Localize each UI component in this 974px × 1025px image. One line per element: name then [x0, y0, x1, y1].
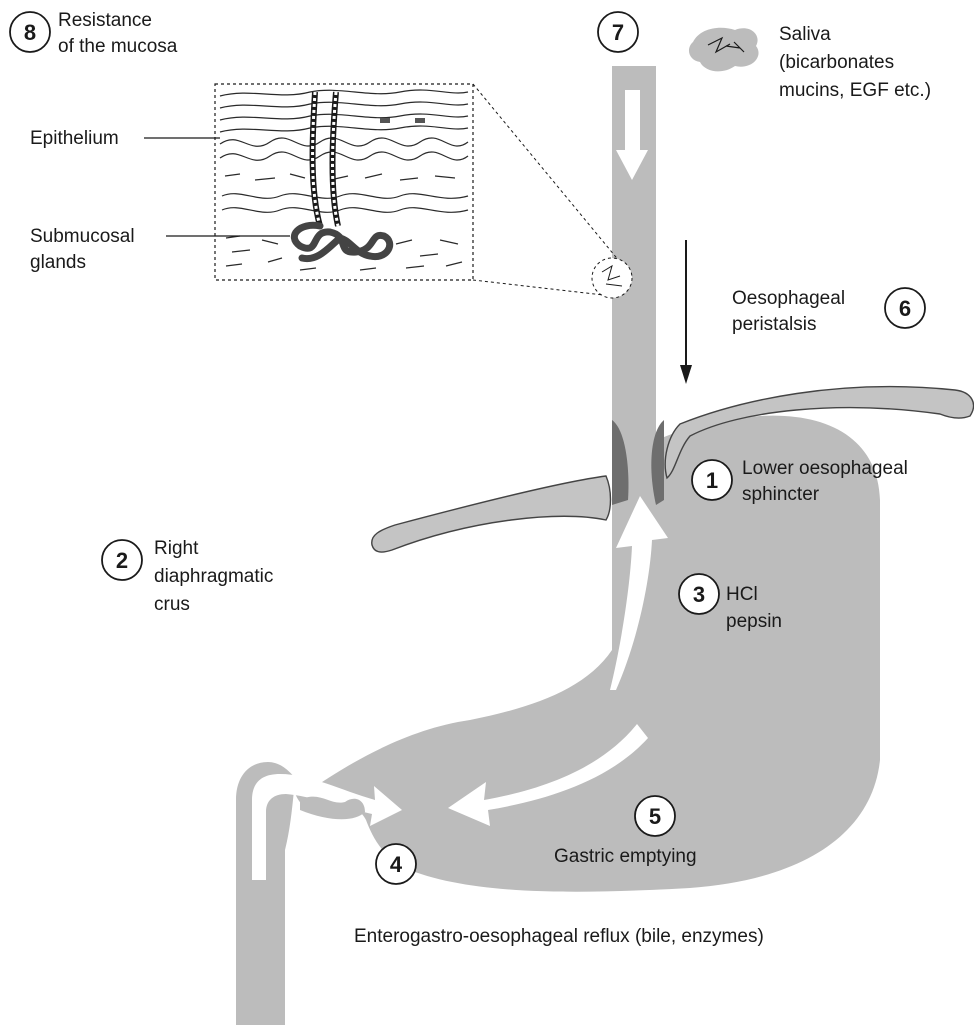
marker-6: 6 — [885, 288, 925, 328]
svg-text:1: 1 — [706, 468, 718, 493]
marker-1: 1 — [692, 460, 732, 500]
svg-text:diaphragmatic: diaphragmatic — [154, 566, 273, 587]
saliva-droplet-icon — [689, 28, 759, 72]
svg-text:5: 5 — [649, 804, 661, 829]
marker-5: 5 — [635, 796, 675, 836]
label-epithelium: Epithelium — [30, 128, 119, 149]
svg-text:peristalsis: peristalsis — [732, 314, 816, 335]
svg-text:6: 6 — [899, 296, 911, 321]
svg-text:pepsin: pepsin — [726, 611, 782, 632]
svg-text:4: 4 — [390, 852, 403, 877]
svg-text:Right: Right — [154, 538, 199, 559]
svg-text:Lower oesophageal: Lower oesophageal — [742, 458, 908, 479]
svg-text:Oesophageal: Oesophageal — [732, 288, 845, 309]
svg-text:sphincter: sphincter — [742, 484, 820, 505]
svg-text:2: 2 — [116, 548, 128, 573]
svg-text:of the mucosa: of the mucosa — [58, 36, 178, 57]
marker-3: 3 — [679, 574, 719, 614]
mucosa-inset — [215, 84, 632, 298]
marker-2: 2 — [102, 540, 142, 580]
label-reflux: Enterogastro-oesophageal reflux (bile, e… — [354, 926, 764, 947]
svg-text:mucins, EGF etc.): mucins, EGF etc.) — [779, 80, 931, 101]
label-saliva: Saliva (bicarbonates mucins, EGF etc.) — [779, 24, 931, 101]
svg-text:Submucosal: Submucosal — [30, 226, 135, 247]
marker-4: 4 — [376, 844, 416, 884]
right-diaphragmatic-crus — [372, 476, 611, 552]
svg-text:HCl: HCl — [726, 584, 758, 605]
marker-8: 8 — [10, 12, 50, 52]
svg-text:Resistance: Resistance — [58, 10, 152, 31]
label-submucosal-glands: Submucosal glands — [30, 226, 135, 273]
svg-text:8: 8 — [24, 20, 36, 45]
svg-text:(bicarbonates: (bicarbonates — [779, 52, 894, 73]
svg-text:glands: glands — [30, 252, 86, 273]
svg-text:crus: crus — [154, 594, 190, 615]
marker-7: 7 — [598, 12, 638, 52]
peristalsis-arrow — [680, 240, 692, 384]
label-mucosa-resistance: Resistance of the mucosa — [58, 10, 178, 57]
svg-text:3: 3 — [693, 582, 705, 607]
label-crus: Right diaphragmatic crus — [154, 538, 273, 615]
svg-text:7: 7 — [612, 20, 624, 45]
label-peristalsis: Oesophageal peristalsis — [732, 288, 845, 335]
svg-text:Saliva: Saliva — [779, 24, 831, 45]
label-gastric-emptying: Gastric emptying — [554, 846, 697, 867]
